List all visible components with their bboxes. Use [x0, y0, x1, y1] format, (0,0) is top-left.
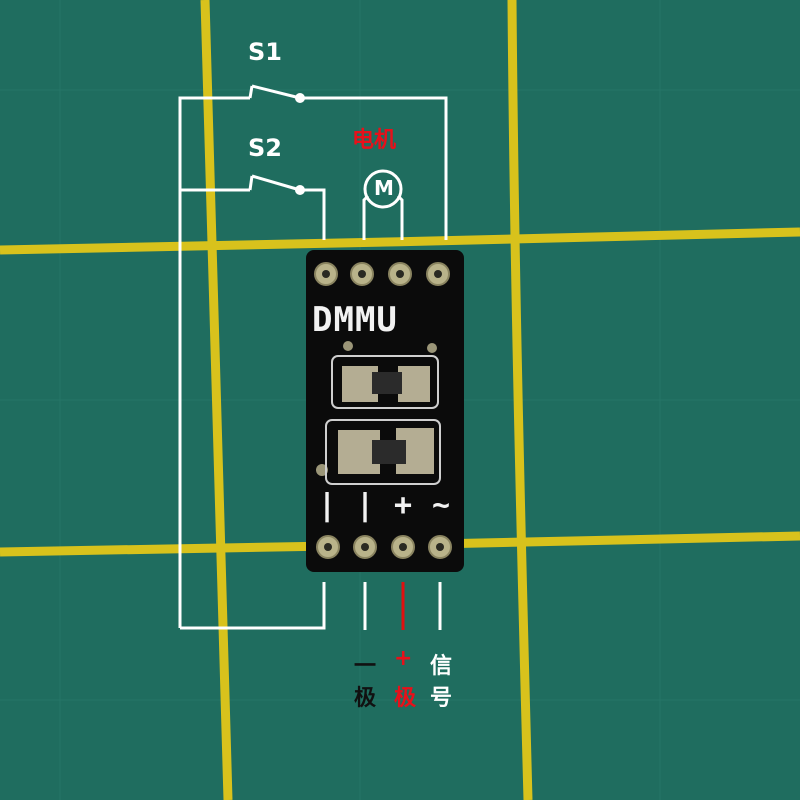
wire-s1-right: [300, 96, 448, 240]
negative-label-top: 一: [354, 654, 377, 679]
top-pads: [314, 262, 450, 286]
signal-label-top: 信: [430, 654, 453, 679]
switch-s1-label: S1: [248, 38, 282, 66]
smd-components: [325, 355, 441, 485]
switch-s1-contact: [295, 93, 305, 103]
board-bottom-silk-3: +: [394, 488, 414, 523]
switch-s2-label: S2: [248, 134, 282, 162]
board-top-silkscreen: DMMU: [312, 300, 398, 340]
positive-label-bottom: 极: [394, 686, 417, 711]
pcb-board: [306, 250, 464, 572]
switch-s2-lever: [251, 174, 301, 192]
switch-s2-contact: [295, 185, 305, 195]
wire-s2-right: [300, 188, 326, 240]
signal-label-bottom: 号: [430, 686, 453, 711]
switch-s1-lever: [251, 84, 301, 100]
motor-circle: [363, 169, 403, 209]
motor-symbol: M: [374, 176, 394, 200]
negative-label-bottom: 极: [354, 686, 377, 711]
board-bottom-silk-2: |: [356, 488, 376, 523]
bottom-pads: [316, 535, 452, 559]
wiring: [178, 84, 448, 630]
wire-outer-bottom: [180, 582, 326, 630]
board-bottom-silk-1: |: [318, 488, 338, 523]
motor-label: 电机: [352, 128, 397, 153]
positive-label-top: +: [394, 646, 413, 671]
wire-outer-left: [178, 96, 250, 628]
board-bottom-silk-4: ~: [432, 488, 452, 523]
